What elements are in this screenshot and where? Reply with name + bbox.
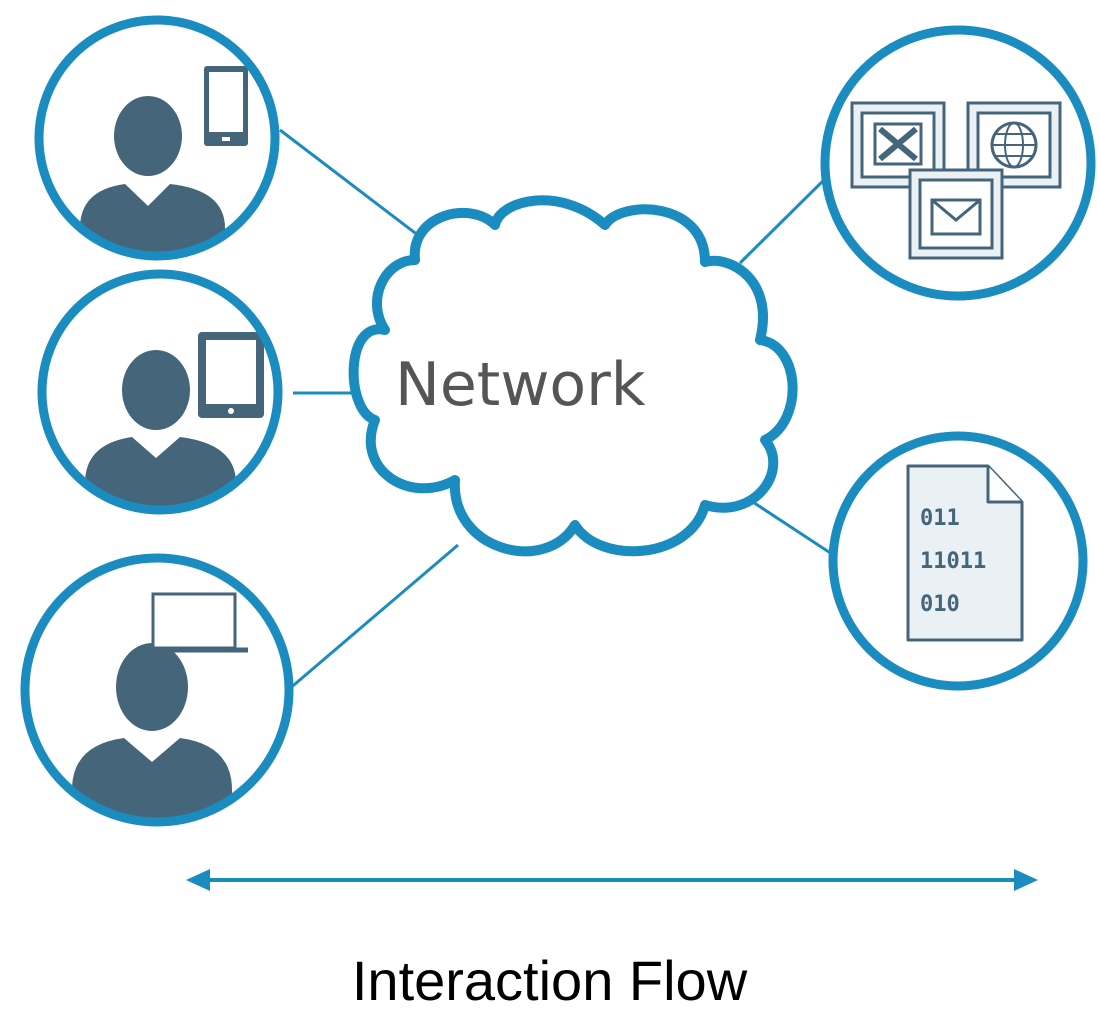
network-label: Network bbox=[395, 350, 646, 420]
binary-line-3: 010 bbox=[920, 592, 960, 617]
smartphone-icon bbox=[204, 66, 248, 146]
tablet-icon bbox=[198, 332, 264, 418]
double-arrow-icon bbox=[186, 869, 1038, 891]
spreadsheet-icon bbox=[850, 101, 946, 189]
connector-user-laptop bbox=[287, 543, 459, 692]
laptop-icon bbox=[140, 592, 248, 653]
person-icon bbox=[85, 350, 236, 510]
network-cloud bbox=[348, 195, 798, 557]
person-icon bbox=[80, 96, 225, 256]
person-icon bbox=[72, 643, 232, 822]
user-with-laptop bbox=[20, 553, 294, 827]
applications-node bbox=[820, 25, 1096, 301]
user-with-tablet bbox=[37, 269, 283, 515]
connector-applications bbox=[738, 170, 834, 265]
binary-line-1: 011 bbox=[920, 506, 960, 531]
interaction-flow-caption: Interaction Flow bbox=[351, 949, 748, 1012]
mail-icon bbox=[908, 168, 1004, 260]
binary-document-icon: 011 11011 010 bbox=[906, 464, 1024, 642]
data-node: 011 11011 010 bbox=[828, 431, 1088, 691]
globe-icon bbox=[966, 101, 1062, 189]
binary-line-2: 11011 bbox=[920, 549, 986, 574]
user-with-smartphone bbox=[34, 15, 280, 261]
